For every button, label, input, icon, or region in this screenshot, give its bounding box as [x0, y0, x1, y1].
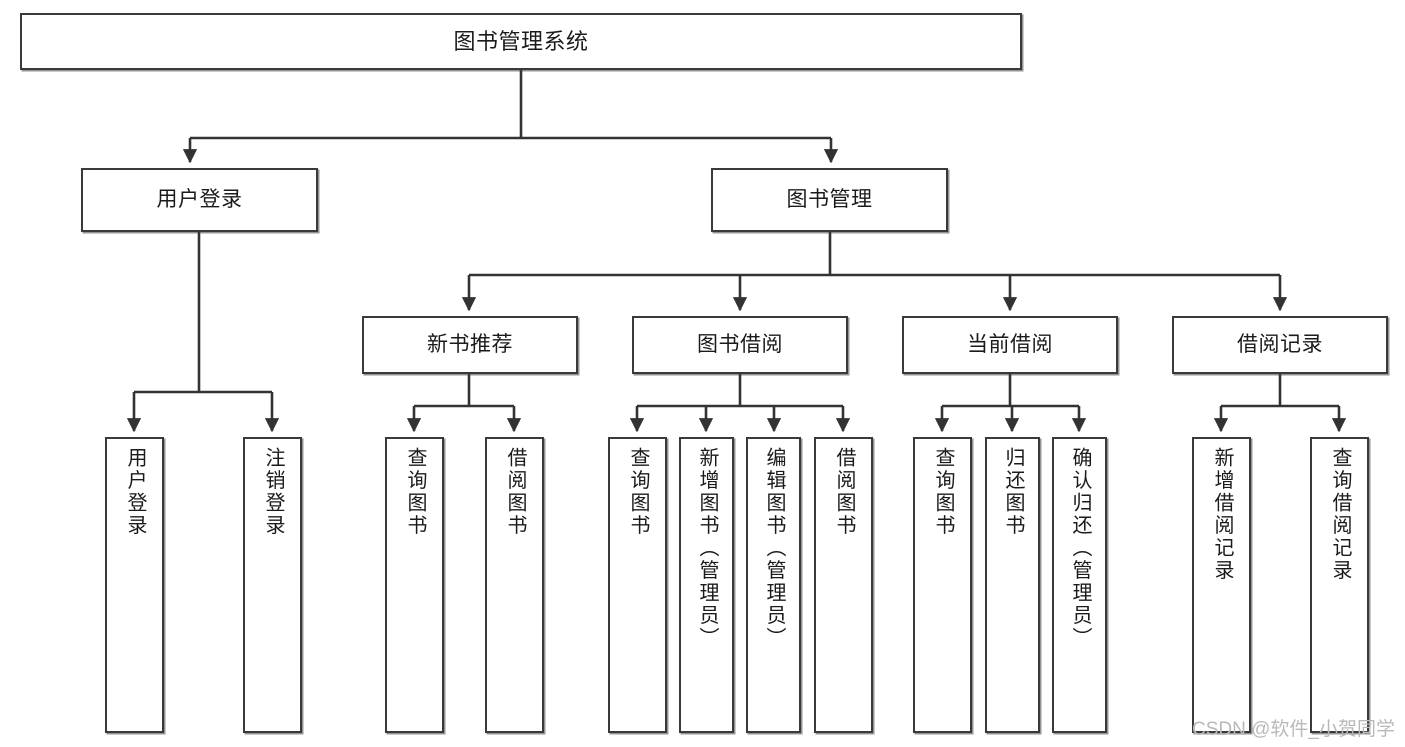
node-leaf-add-record[interactable]: 新增借阅记录 — [1192, 437, 1251, 733]
node-leaf-confirm-return[interactable]: 确认归还（管理员） — [1052, 437, 1107, 733]
node-book-manage[interactable]: 图书管理 — [711, 168, 948, 232]
node-label: 查询图书 — [932, 447, 954, 537]
node-borrow-record[interactable]: 借阅记录 — [1172, 316, 1388, 374]
node-label: 查询图书 — [627, 447, 649, 537]
node-label: 新增借阅记录 — [1211, 447, 1233, 582]
node-leaf-borrow-book-2[interactable]: 借阅图书 — [814, 437, 873, 733]
node-leaf-user-login[interactable]: 用户登录 — [105, 437, 164, 733]
watermark: CSDN @软件_小贺同学 — [1192, 719, 1395, 740]
node-label: 查询借阅记录 — [1329, 447, 1351, 582]
node-label: 图书借阅 — [697, 332, 783, 356]
node-leaf-return-book[interactable]: 归还图书 — [985, 437, 1040, 733]
node-leaf-borrow-book-1[interactable]: 借阅图书 — [485, 437, 544, 733]
node-label: 图书管理 — [786, 187, 873, 211]
node-leaf-add-book[interactable]: 新增图书（管理员） — [679, 437, 734, 733]
node-label: 新增图书（管理员） — [696, 447, 718, 650]
node-label: 查询图书 — [404, 447, 426, 537]
node-leaf-query-book-1[interactable]: 查询图书 — [385, 437, 444, 733]
node-leaf-query-book-2[interactable]: 查询图书 — [608, 437, 667, 733]
node-label: 用户登录 — [124, 447, 146, 537]
node-leaf-edit-book[interactable]: 编辑图书（管理员） — [746, 437, 801, 733]
node-label: 编辑图书（管理员） — [763, 447, 785, 650]
node-user-login[interactable]: 用户登录 — [81, 168, 318, 232]
node-leaf-query-record[interactable]: 查询借阅记录 — [1310, 437, 1369, 733]
node-label: 图书管理系统 — [453, 28, 589, 54]
node-label: 借阅图书 — [833, 447, 855, 537]
node-label: 借阅记录 — [1237, 332, 1323, 356]
node-label: 确认归还（管理员） — [1069, 447, 1091, 650]
node-label: 新书推荐 — [427, 332, 513, 356]
node-label: 注销登录 — [262, 447, 284, 537]
node-current-borrow[interactable]: 当前借阅 — [902, 316, 1118, 374]
node-label: 借阅图书 — [504, 447, 526, 537]
node-label: 归还图书 — [1002, 447, 1024, 537]
node-label: 用户登录 — [156, 187, 243, 211]
node-root-system[interactable]: 图书管理系统 — [20, 13, 1022, 70]
node-leaf-query-book-3[interactable]: 查询图书 — [913, 437, 972, 733]
node-label: 当前借阅 — [967, 332, 1053, 356]
node-leaf-logout[interactable]: 注销登录 — [243, 437, 302, 733]
node-book-borrow[interactable]: 图书借阅 — [632, 316, 848, 374]
node-new-book-recommend[interactable]: 新书推荐 — [362, 316, 578, 374]
